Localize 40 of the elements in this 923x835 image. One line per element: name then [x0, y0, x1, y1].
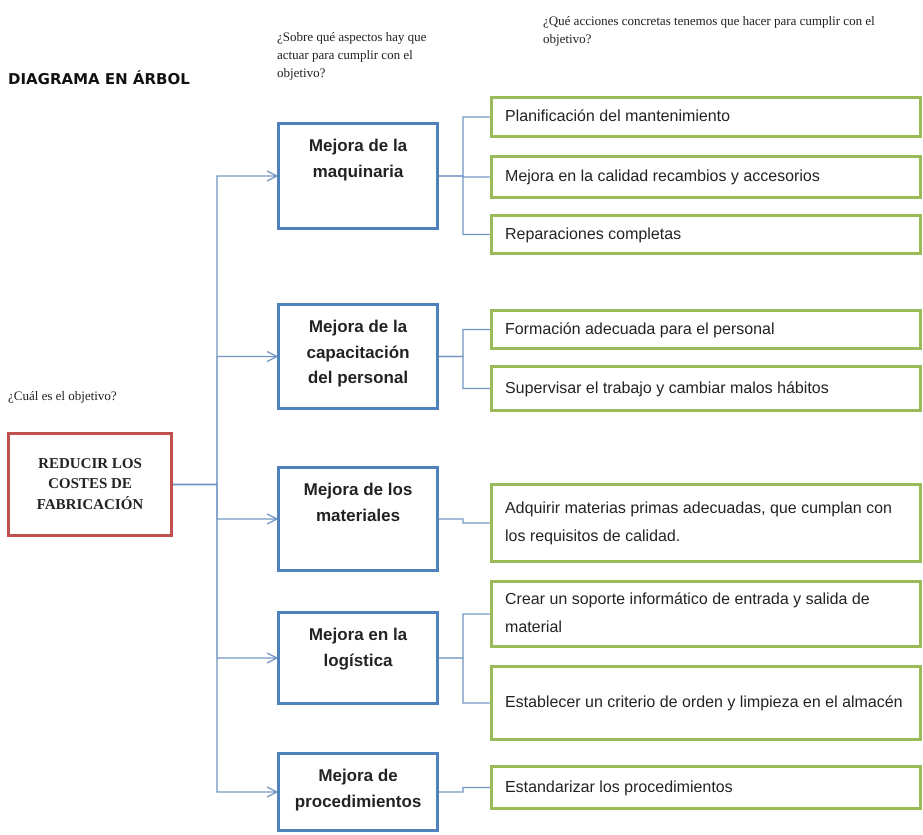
connector-line — [439, 518, 490, 524]
aspect-box — [277, 122, 439, 230]
box-text: Reparaciones completas — [505, 224, 682, 244]
action-box — [490, 665, 922, 741]
box-text: Estandarizar los procedimientos — [505, 778, 733, 798]
aspect-box — [277, 303, 439, 410]
aspect-box — [277, 466, 439, 572]
box-text: Mejora de procedimientos — [294, 765, 422, 812]
action-box — [490, 483, 922, 563]
action-box — [490, 365, 922, 412]
box-text: REDUCIR LOS COSTES DE FABRICACIÓN — [36, 455, 144, 515]
connector-line — [439, 657, 490, 704]
connector-line — [439, 356, 490, 390]
box-text: Planificación del mantenimiento — [505, 107, 730, 127]
box-text: Establecer un criterio de orden y limpieza en el almacén — [505, 693, 903, 713]
action-box — [490, 214, 922, 255]
arrow — [173, 484, 278, 798]
action-box — [490, 96, 922, 138]
action-box — [490, 155, 922, 199]
box-text: Mejora de los materiales — [302, 479, 414, 526]
box-text: Mejora de la capacitación del personal — [306, 316, 410, 389]
goal-box — [7, 432, 173, 537]
question-label: ¿Qué acciones concretas tenemos que hacer para cumplir con el objetivo? — [543, 12, 876, 48]
box-text: Mejora de la maquinaria — [308, 135, 408, 182]
diagram-title: DIAGRAMA EN ÁRBOL — [8, 70, 190, 88]
question-label: ¿Sobre qué aspectos hay que actuar para cumplir con el objetivo? — [277, 28, 428, 82]
box-text: Mejora en la logística — [308, 624, 408, 672]
action-box — [490, 309, 922, 350]
aspect-box — [277, 752, 439, 832]
connector-line — [439, 786, 490, 793]
action-box — [490, 765, 922, 810]
box-text: Formación adecuada para el personal — [505, 320, 774, 340]
box-text: Mejora en la calidad recambios y accesorios — [505, 167, 820, 187]
question-label: ¿Cuál es el objetivo? — [8, 387, 118, 405]
box-text: Adquirir materias primas adecuadas, que cumplan con los requisitos de calidad. — [505, 499, 893, 547]
aspect-box — [277, 611, 439, 705]
box-text: Crear un soporte informático de entrada y salida de material — [505, 590, 871, 638]
connector-line — [439, 175, 490, 236]
action-box — [490, 580, 922, 648]
box-text: Supervisar el trabajo y cambiar malos hábitos — [505, 378, 829, 398]
